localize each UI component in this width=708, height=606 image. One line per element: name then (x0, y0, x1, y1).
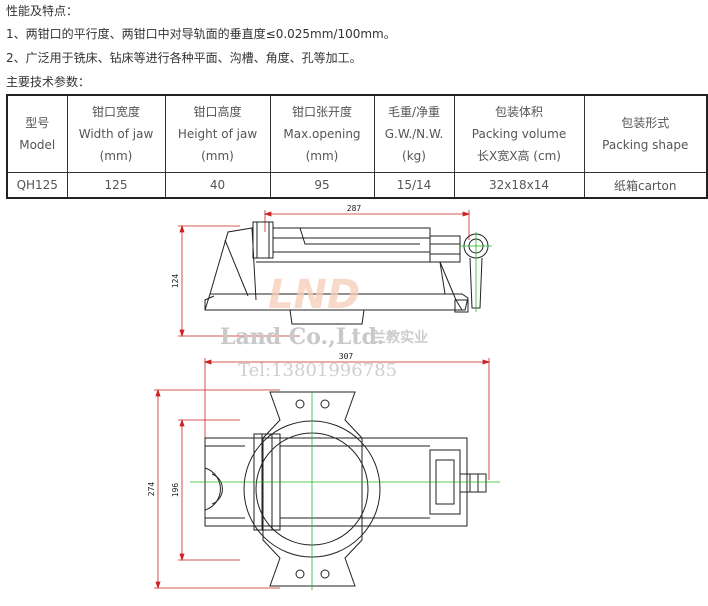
header-width-of-jaw: 钳口宽度 Width of jaw (mm) (66, 94, 166, 173)
dimension-top-length (203, 358, 491, 480)
header-weight: 毛重/净重 G.W./N.W. (kg) (373, 94, 455, 173)
features-heading: 性能及特点： (6, 4, 79, 18)
header-packing-shape: 包装形式 Packing shape (583, 94, 708, 173)
watermark-tel: Tel:13801996785 (238, 360, 397, 381)
cell-packing-shape: 纸箱carton (583, 172, 708, 199)
feature-2: 2、广泛用于铣床、钻床等进行各种平面、沟槽、角度、孔等加工。 (6, 51, 362, 65)
dimension-top-width-outer (154, 388, 280, 590)
cell-weight: 15/14 (373, 172, 455, 199)
cell-max-opening: 95 (269, 172, 375, 199)
top-view (154, 358, 500, 590)
cell-width-of-jaw: 125 (66, 172, 166, 199)
vise-base-side (204, 293, 469, 311)
cell-packing-volume: 32x18x14 (453, 172, 585, 199)
dimension-top-width-inner (178, 418, 240, 562)
cell-height-of-jaw: 40 (164, 172, 271, 199)
fixed-jaw-side (252, 221, 274, 259)
dim-label-196: 196 (171, 483, 180, 498)
watermark-company: Land Co.,Ltd. (220, 324, 385, 350)
header-model: 型号 Model (6, 94, 68, 173)
side-view (178, 210, 492, 338)
header-height-of-jaw: 钳口高度 Height of jaw (mm) (164, 94, 271, 173)
dimension-side-height (178, 224, 300, 338)
dim-label-287: 287 (347, 204, 362, 213)
dim-label-307: 307 (339, 352, 354, 361)
header-packing-volume: 包装体积 Packing volume 长X宽X高 (cm) (453, 94, 585, 173)
dimension-side-length (263, 210, 471, 240)
cell-model: QH125 (6, 172, 68, 199)
spec-table-header: 型号 Model 钳口宽度 Width of jaw (mm) 钳口高度 Hei… (6, 94, 708, 173)
params-heading: 主要技术参数： (6, 75, 91, 89)
header-max-opening: 钳口张开度 Max.opening (mm) (269, 94, 375, 173)
watermark: LND Land Co.,Ltd. 兰教实业 Tel:13801996785 (220, 272, 428, 381)
spec-table: 型号 Model 钳口宽度 Width of jaw (mm) 钳口高度 Hei… (6, 94, 708, 199)
vise-swivel-body (209, 227, 257, 301)
feature-1: 1、两钳口的平行度、两钳口中对导轨面的垂直度≤0.025mm/100mm。 (6, 27, 396, 41)
watermark-logo: LND (268, 272, 360, 318)
table-row: QH125 125 40 95 15/14 32x18x14 纸箱carton (6, 172, 708, 199)
dim-label-124: 124 (171, 274, 180, 289)
screw-end-top (459, 473, 487, 493)
vise-body-side (273, 227, 431, 263)
dim-label-274: 274 (147, 482, 156, 497)
watermark-company-cn: 兰教实业 (372, 329, 428, 346)
